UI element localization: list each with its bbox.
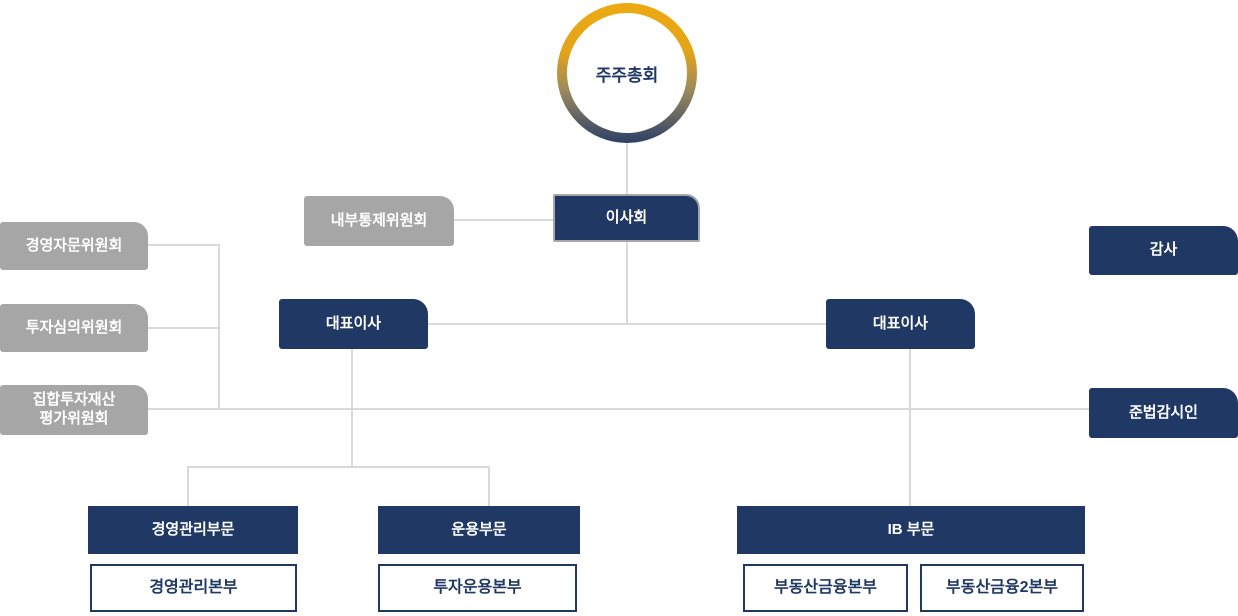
- node-investment-review-committee: 투자심의위원회: [0, 304, 148, 352]
- node-collective-investment-asset-valuation-committee: 집합투자재산 평가위원회: [0, 385, 148, 435]
- node-label-line1: 집합투자재산: [32, 391, 116, 409]
- connector-division-split: [187, 466, 490, 468]
- node-label: 운용부문: [451, 520, 507, 538]
- node-operation-division: 운용부문: [378, 506, 580, 554]
- node-label: 감사: [1149, 241, 1178, 259]
- node-ceo-right: 대표이사: [826, 299, 975, 349]
- node-auditor: 감사: [1089, 226, 1238, 275]
- node-label: 주주총회: [595, 65, 659, 85]
- node-ib-division: IB 부문: [737, 506, 1085, 554]
- node-label: 경영관리본부: [149, 579, 238, 596]
- node-label: 부동산금융본부: [773, 579, 878, 596]
- node-management-division: 경영관리부문: [88, 506, 298, 554]
- connector-review-to-spine: [148, 327, 220, 329]
- node-compliance-officer: 준법감시인: [1089, 388, 1238, 438]
- connector-shareholders-to-board: [626, 136, 628, 196]
- connector-valuation-to-compliance: [148, 408, 1089, 410]
- connector-ceo-right-to-ib: [909, 349, 911, 507]
- node-label: 대표이사: [872, 314, 929, 332]
- node-real-estate-finance-headquarters: 부동산금융본부: [743, 564, 908, 612]
- node-label: IB 부문: [887, 520, 935, 538]
- node-label: 부동산금융2본부: [946, 579, 1058, 596]
- node-label: 대표이사: [325, 314, 382, 332]
- connector-split-to-operation-division: [488, 466, 490, 507]
- connector-board-to-ceo-line: [626, 240, 628, 325]
- node-label: 내부통제위원회: [330, 211, 428, 229]
- node-label: 이사회: [605, 208, 648, 226]
- connector-ceo-to-ceo: [428, 323, 826, 325]
- node-label: 준법감시인: [1128, 403, 1198, 421]
- node-investment-operation-headquarters: 투자운용본부: [378, 564, 577, 612]
- node-ceo-left: 대표이사: [279, 299, 428, 349]
- node-management-advisory-committee: 경영자문위원회: [0, 222, 148, 270]
- node-internal-control-committee: 내부통제위원회: [304, 196, 454, 246]
- node-shareholders-meeting: 주주총회: [567, 13, 687, 133]
- connector-split-to-management-division: [187, 466, 189, 507]
- connector-advisory-to-spine: [148, 244, 220, 246]
- node-label: 투자운용본부: [433, 579, 522, 596]
- node-label: 경영관리부문: [151, 520, 235, 538]
- node-label: 경영자문위원회: [25, 236, 123, 254]
- node-label-line2: 평가위원회: [39, 410, 109, 427]
- node-management-headquarters: 경영관리본부: [90, 564, 297, 612]
- connector-internal-control-to-board: [454, 219, 554, 221]
- node-board-of-directors: 이사회: [553, 194, 700, 242]
- node-real-estate-finance2-headquarters: 부동산금융2본부: [920, 564, 1084, 612]
- connector-ceo-left-down: [351, 349, 353, 468]
- node-label: 투자심의위원회: [25, 318, 123, 336]
- shareholders-meeting-ring: 주주총회: [557, 3, 697, 143]
